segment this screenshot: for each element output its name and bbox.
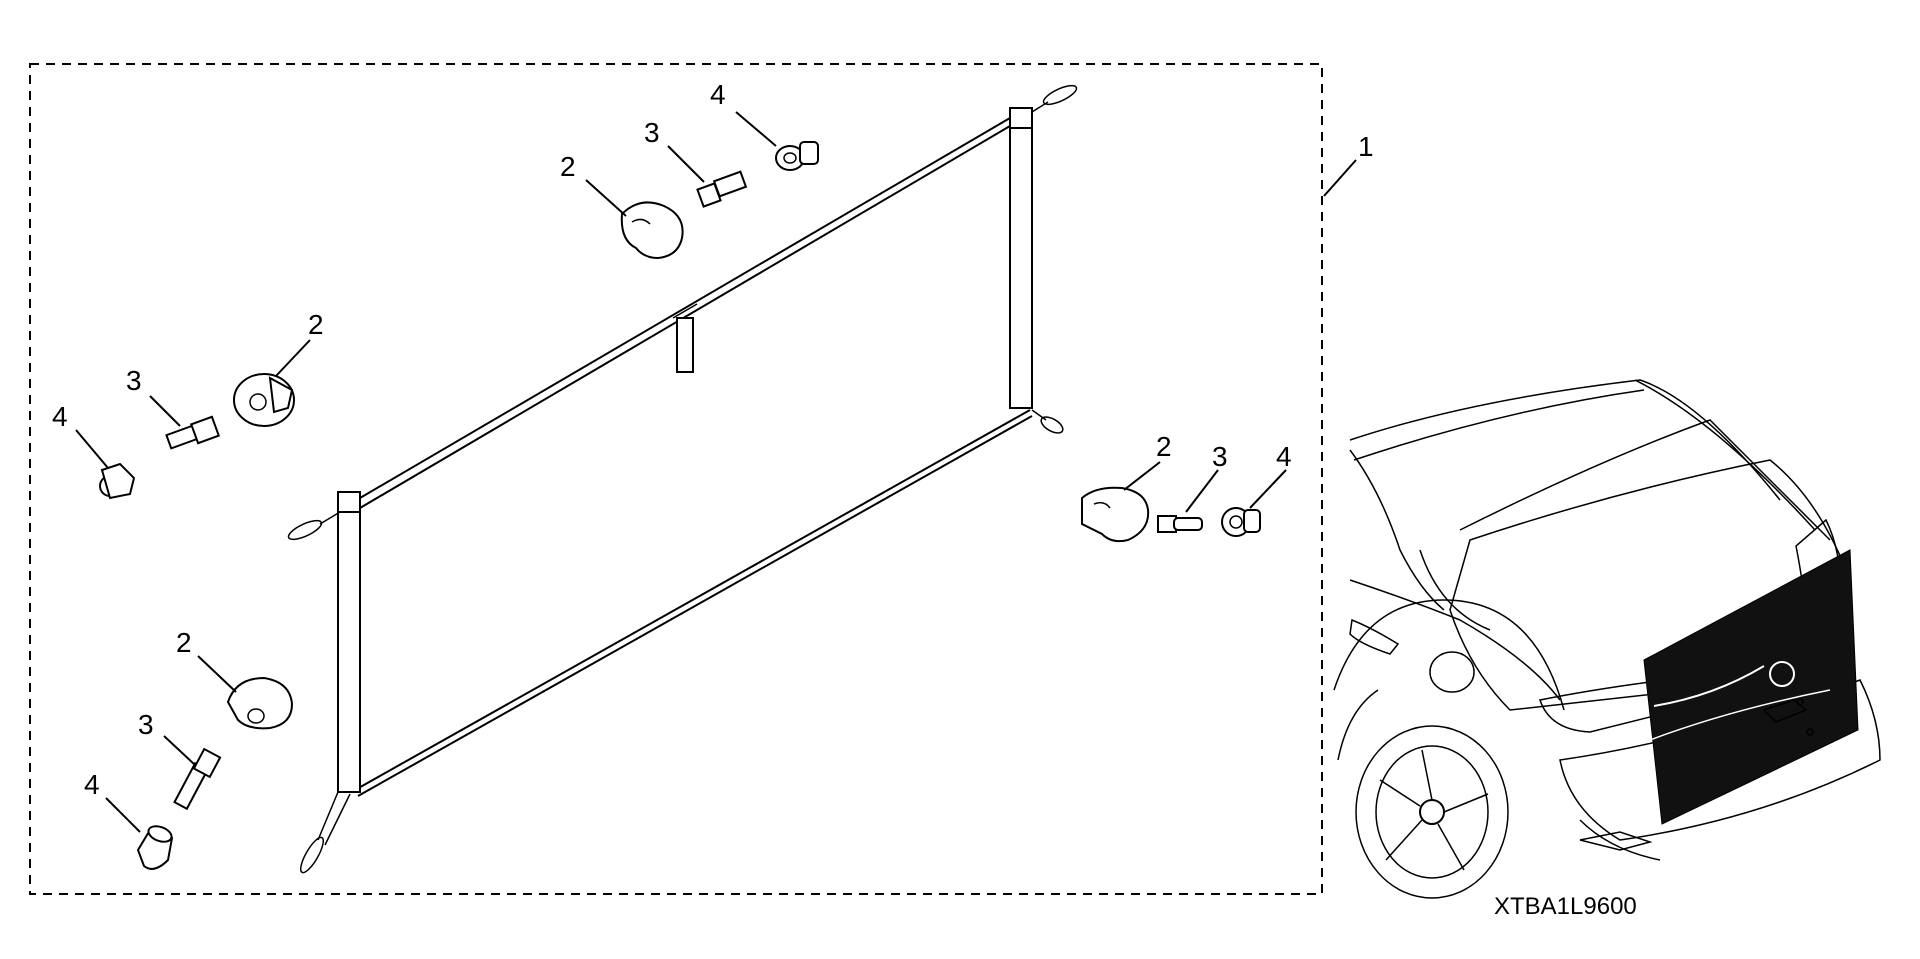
installed-cargo-net (1643, 549, 1859, 825)
callout-bottom-4: 4 (84, 769, 100, 800)
clip-part-2 (226, 676, 294, 730)
leader-left-4 (75, 429, 109, 469)
callout-top-3: 3 (644, 117, 660, 148)
leader-right-4 (1249, 469, 1287, 509)
callout-right-4: 4 (1276, 441, 1292, 472)
fastener-group-top: 2 3 4 (560, 79, 819, 260)
cap-part-4 (99, 462, 136, 500)
leader-top-3 (667, 145, 705, 183)
leader-bottom-3 (163, 735, 195, 765)
leader-left-2 (275, 339, 311, 377)
leader-top-2 (585, 179, 627, 217)
leader-right-2 (1123, 461, 1161, 491)
leader-bottom-2 (197, 655, 237, 693)
leader-kit-1 (1323, 159, 1357, 197)
clip-part-2 (233, 373, 295, 427)
leader-left-3 (149, 395, 181, 427)
cap-part-4 (1221, 507, 1261, 537)
clip-part-2 (620, 201, 684, 260)
callout-left-3: 3 (126, 365, 142, 396)
diagram-code: XTBA1L9600 (1494, 893, 1637, 920)
vehicle-illustration (1333, 379, 1881, 899)
cap-part-4 (775, 141, 819, 171)
pin-part-3 (696, 170, 748, 208)
leader-bottom-4 (105, 797, 141, 833)
fastener-group-bottom: 2 3 4 (84, 627, 294, 870)
pin-part-3 (1157, 515, 1203, 533)
cap-part-4 (136, 825, 174, 870)
callout-top-4: 4 (710, 79, 726, 110)
callout-left-4: 4 (52, 401, 68, 432)
clip-part-2 (1081, 486, 1150, 543)
callout-kit-1: 1 (1358, 131, 1374, 162)
pin-part-3 (165, 415, 221, 450)
callout-bottom-3: 3 (138, 709, 154, 740)
callout-bottom-2: 2 (176, 627, 192, 658)
callout-right-2: 2 (1156, 431, 1172, 462)
cargo-net (287, 84, 1078, 874)
fastener-group-left: 4 3 2 (52, 309, 324, 500)
kit-boundary (29, 63, 1323, 895)
leader-top-4 (735, 111, 777, 147)
leader-right-3 (1185, 469, 1219, 513)
fastener-group-right: 2 3 4 (1081, 431, 1292, 543)
callout-top-2: 2 (560, 151, 576, 182)
pin-part-3 (173, 747, 222, 811)
callout-left-2: 2 (308, 309, 324, 340)
callout-right-3: 3 (1212, 441, 1228, 472)
